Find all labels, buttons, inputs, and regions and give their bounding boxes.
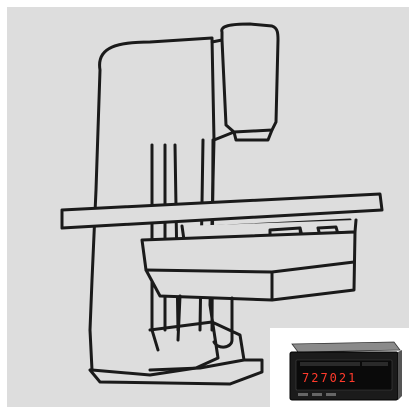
meter-inset: 727021 — [270, 328, 412, 412]
column-base — [148, 320, 246, 372]
digital-meter: 727021 — [289, 341, 402, 401]
pedestal-right — [212, 296, 234, 349]
meter-button-2 — [312, 393, 322, 396]
meter-label-strip — [300, 362, 360, 366]
meter-button-1 — [298, 393, 308, 396]
meter-button-3 — [326, 393, 336, 396]
pedestal-left — [176, 294, 182, 342]
meter-side — [398, 350, 402, 400]
spindle-head — [220, 22, 280, 134]
meter-display-value: 727021 — [302, 371, 357, 385]
machine-table — [60, 192, 384, 230]
meter-label-strip-2 — [362, 362, 388, 366]
meter-top-face — [291, 341, 401, 353]
meter-display-window — [295, 359, 393, 391]
machine-base — [88, 358, 264, 386]
spindle-ram — [210, 38, 236, 142]
spindle-nose — [232, 128, 274, 142]
